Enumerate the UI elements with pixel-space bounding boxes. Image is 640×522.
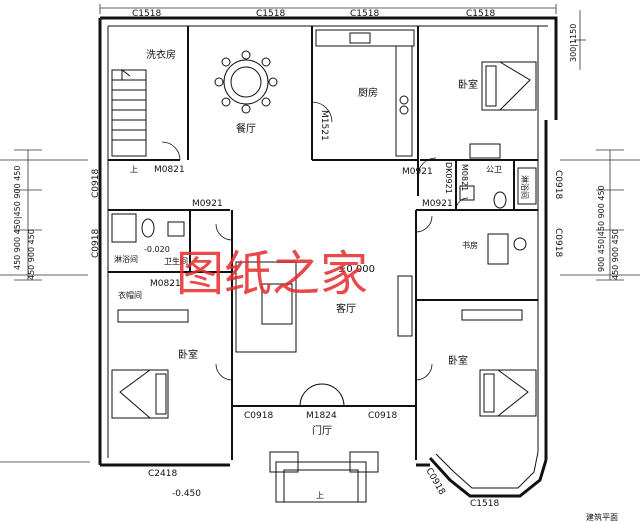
dim-left-stack2: 450 900 450 (27, 229, 36, 280)
room-study: 书房 (462, 240, 478, 250)
entry-porch (269, 383, 379, 503)
window-code-c1518-bottom: C1518 (470, 499, 499, 509)
staircase (111, 69, 147, 157)
window-code-c0918-foyer-l: C0918 (244, 411, 273, 421)
elevation-outdoor: -0.450 (172, 489, 201, 499)
dim-right-stack2: 450 900 450 (611, 229, 620, 280)
door-code-m0921-a: M0921 (402, 167, 433, 177)
room-shower-e: 淋浴间 (520, 175, 530, 199)
corner-note: 建筑平面 (586, 512, 618, 522)
window-code-c0918-foyer-r: C0918 (368, 411, 397, 421)
dim-right-top: 300|1150 (569, 24, 578, 62)
watermark: 图纸之家 (176, 246, 368, 302)
bed-sw-icon (111, 309, 189, 419)
room-kitchen: 厨房 (358, 86, 378, 99)
stair-up-label-a: 上 (130, 165, 138, 174)
room-public-wc: 公卫 (486, 165, 502, 174)
room-foyer: 门厅 (312, 424, 332, 437)
wc-fixtures-icon (459, 167, 537, 209)
room-wc-w: 卫生间 (164, 256, 188, 266)
dim-right-stack: 900 450|450 900 450 (597, 185, 606, 272)
bed-se-icon (461, 309, 537, 417)
room-shower-w: 淋浴间 (114, 254, 138, 264)
kitchen-fixtures-icon (315, 29, 415, 157)
door-swings (161, 101, 469, 381)
door-code-m0921-c: M0921 (422, 199, 453, 209)
window-code-c0918-right-1: C0918 (553, 170, 563, 199)
door-code-m0921-b: M0921 (192, 199, 223, 209)
door-code-dk0921: DK0921 (444, 162, 453, 194)
door-code-m1521: M1521 (319, 110, 329, 141)
dining-table-icon (214, 50, 278, 114)
bath-fixtures-icon (111, 213, 185, 243)
room-laundry: 洗衣房 (146, 48, 176, 61)
stair-up-label-b: 上 (316, 491, 324, 500)
outer-wall-thin (107, 25, 548, 489)
window-code-top-2: C1518 (256, 9, 285, 19)
sofa-icon (235, 261, 413, 353)
door-code-m1824: M1824 (306, 411, 337, 421)
window-code-c2418: C2418 (148, 469, 177, 479)
room-dining: 餐厅 (236, 122, 256, 135)
window-code-top-1: C1518 (132, 9, 161, 19)
bed-ne-icon (469, 61, 537, 159)
study-desk-icon (487, 233, 527, 265)
interior-walls (108, 26, 538, 460)
room-living: 客厅 (336, 302, 356, 315)
room-bedroom-se: 卧室 (448, 354, 468, 367)
door-code-m0821-b: M0821 (150, 279, 181, 289)
window-code-top-3: C1518 (350, 9, 379, 19)
dim-left-stack: 450 900 450|450 900 450 (13, 166, 22, 270)
room-bedroom-sw: 卧室 (178, 348, 198, 361)
room-bedroom-ne: 卧室 (458, 78, 478, 91)
window-code-top-4: C1518 (466, 9, 495, 19)
window-code-c0918-left-2: C0918 (91, 229, 101, 258)
window-code-c0918-right-2: C0918 (553, 228, 563, 257)
elevation-bath: -0.020 (144, 245, 170, 254)
dimension-lines (0, 4, 640, 463)
door-code-m0821-v: M0821 (460, 164, 469, 191)
door-code-m0821-a: M0821 (154, 165, 185, 175)
elevation-living: ±0.000 (338, 264, 375, 275)
room-wardrobe: 衣帽间 (118, 290, 142, 300)
outer-walls (98, 16, 558, 498)
window-code-c0918-left-1: C0918 (91, 169, 101, 198)
